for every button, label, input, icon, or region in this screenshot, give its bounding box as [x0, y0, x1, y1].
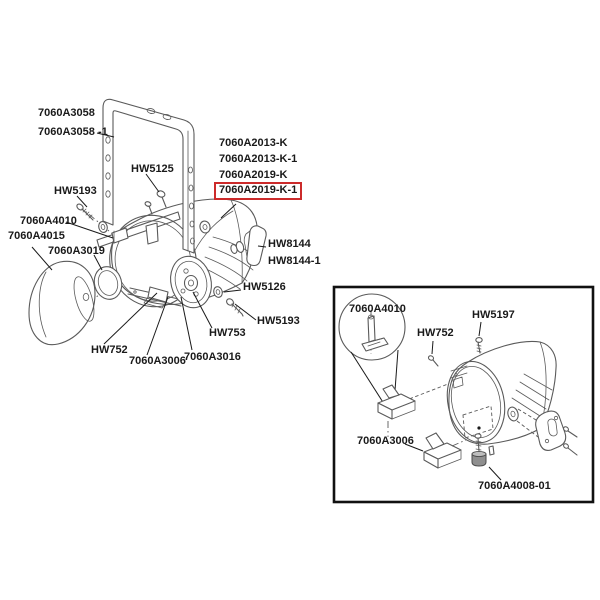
part-label-7060a3058-1: 7060A3058 -1: [38, 126, 108, 138]
screws-washers-drawing: [76, 190, 244, 317]
part-label-hw752: HW752: [91, 344, 128, 356]
inset-brackets-drawing: [377, 384, 467, 469]
part-label-hw5125: HW5125: [131, 163, 174, 175]
part-label-hw5193-lower: HW5193: [257, 315, 300, 327]
part-label-7060a2019-k: 7060A2019-K: [219, 169, 288, 181]
part-label-hw8144: HW8144: [268, 238, 311, 250]
wing-knob-drawing: [230, 225, 267, 267]
inset-leader-lines: [404, 321, 502, 481]
part-label-7060a3016: 7060A3016: [184, 351, 241, 363]
yoke-bracket-drawing: [102, 98, 195, 254]
part-label-7060a3058: 7060A3058: [38, 107, 95, 119]
part-label-7060a4015: 7060A4015: [8, 230, 65, 242]
inset-part-label-hw5197: HW5197: [472, 309, 515, 321]
inset-hardware-drawing: [427, 337, 578, 467]
part-label-7060a2013-k: 7060A2013-K: [219, 137, 288, 149]
part-label-7060a2019-k-1: 7060A2019-K-1: [219, 184, 298, 196]
part-label-7060a2013-k-1: 7060A2013-K-1: [219, 153, 298, 165]
inset-detail-circle: [338, 293, 406, 408]
inset-housing-drawing: [403, 340, 557, 445]
part-label-hw5126: HW5126: [243, 281, 286, 293]
highlighted-part-label-box: 7060A2019-K-1: [214, 182, 303, 200]
part-label-hw5193-upper: HW5193: [54, 185, 97, 197]
part-label-7060a3019: 7060A3019: [48, 245, 105, 257]
reflector-and-gasket-drawing: [28, 260, 123, 346]
inset-detail-view: [332, 285, 595, 504]
inset-part-label-7060a3006: 7060A3006: [357, 435, 414, 447]
leader-lines: [31, 132, 267, 356]
inset-part-label-7060a4008-01: 7060A4008-01: [478, 480, 551, 492]
inset-part-label-hw752: HW752: [417, 327, 454, 339]
part-label-hw753: HW753: [209, 327, 246, 339]
part-label-7060a4010: 7060A4010: [20, 215, 77, 227]
part-label-7060a3006: 7060A3006: [129, 355, 186, 367]
part-label-hw8144-1: HW8144-1: [268, 255, 321, 267]
inset-part-label-7060a4010: 7060A4010: [349, 303, 406, 315]
